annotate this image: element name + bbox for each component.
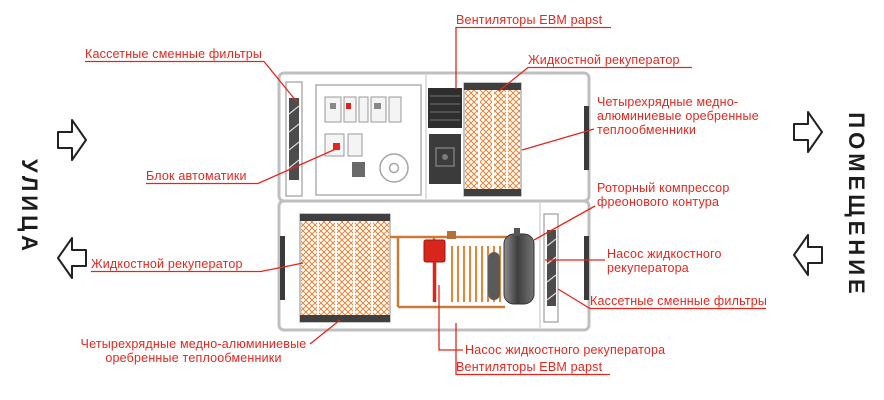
label-pump-bottom: Насос жидкостного рекуператора: [465, 343, 666, 357]
room-supply-arrow: [793, 111, 823, 153]
leader-rotary-compressor: [533, 205, 596, 241]
label-cassette-filters-right: Кассетные сменные фильтры: [590, 294, 768, 308]
label-fans-bottom: Вентиляторы EBM papst: [456, 360, 603, 374]
label-heat-exchangers-bottom: Четырехрядные медно-алюминиевые оребренн…: [80, 337, 307, 365]
label-cassette-filters-top: Кассетные сменные фильтры: [85, 47, 263, 61]
exhaust-heat-exchanger: [299, 213, 391, 323]
leader-cassette-filters-right: [557, 288, 766, 310]
supply-cassette-filter: [285, 81, 303, 197]
label-liquid-recuperator-left: Жидкостной рекуператор: [91, 257, 243, 271]
label-liquid-recuperator-top: Жидкостной рекуператор: [528, 53, 680, 67]
leader-cassette-filters-top: [85, 60, 298, 103]
leader-liquid-recuperator-top: [498, 66, 692, 92]
duct-flange: [584, 106, 589, 170]
street-supply-arrow: [57, 119, 87, 161]
rotary-compressor: [488, 228, 535, 305]
label-automation-block: Блок автоматики: [146, 169, 247, 183]
leader-heat-exchangers-bottom: [309, 319, 341, 345]
leader-heat-exchangers-right: [521, 128, 595, 151]
leader-pump-bottom: [438, 285, 463, 351]
supply-heat-exchanger: [463, 82, 522, 197]
label-rotary-compressor: Роторный компрессор фреонового контура: [597, 181, 730, 209]
leader-liquid-recuperator-left: [91, 262, 304, 273]
receiver-cylinder: [488, 252, 500, 300]
supply-fans: [428, 88, 462, 184]
street-exhaust-arrow: [57, 237, 87, 279]
label-fans-top: Вентиляторы EBM papst: [456, 13, 603, 27]
room-label: ПОМЕЩЕНИЕ: [844, 112, 869, 298]
label-heat-exchangers-right: Четырехрядные медно-алюминиевые оребренн…: [597, 95, 759, 137]
exhaust-cassette-filter: [543, 213, 559, 323]
duct-flange: [584, 236, 589, 300]
street-label: УЛИЦА: [17, 158, 42, 256]
leader-lines: [85, 26, 766, 376]
label-pump-right: Насос жидкостного рекуператора: [607, 247, 722, 275]
recuperator-pump: [423, 239, 446, 302]
automation-box: [315, 84, 422, 196]
duct-flange: [280, 236, 285, 300]
room-exhaust-arrow: [793, 234, 823, 276]
valve: [447, 231, 456, 239]
leader-automation-block: [146, 147, 339, 185]
leader-fans-top: [455, 26, 611, 89]
leader-fans-bottom: [455, 323, 610, 376]
